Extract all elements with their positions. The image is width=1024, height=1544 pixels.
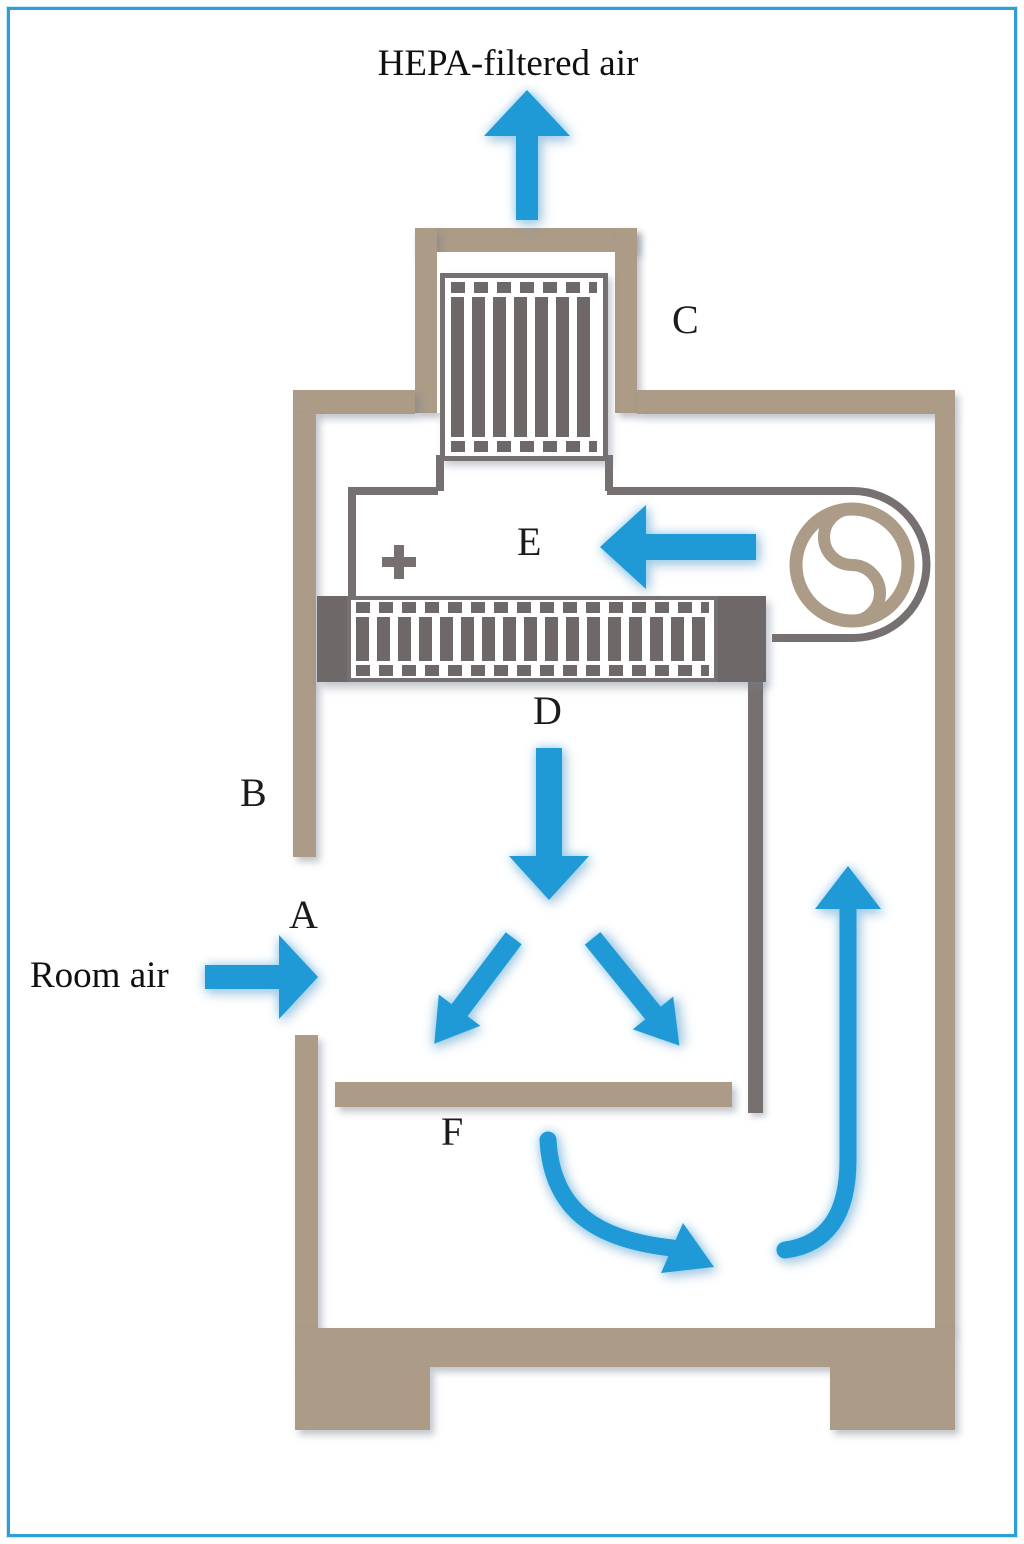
front-lower-wall (295, 1035, 318, 1330)
exhaust-neck-left-wall (415, 228, 437, 413)
marker-a: A (289, 892, 318, 937)
filter-pleats (356, 617, 709, 661)
filter-pleats (451, 297, 597, 437)
filter-dash-top (451, 282, 597, 293)
right-foot (830, 1367, 955, 1430)
filter-body (347, 596, 718, 682)
marker-d: D (533, 688, 562, 733)
exhaust-up-arrow (484, 90, 570, 220)
border-frame (7, 7, 1017, 1537)
hepa-filter-exhaust (440, 273, 608, 461)
filter-dash-top (356, 602, 709, 613)
left-foot (295, 1367, 430, 1430)
marker-c: C (672, 297, 699, 342)
split-down-left-arrow (434, 932, 522, 1044)
exhaust-neck-cap (415, 228, 637, 252)
plus-pressure-icon (382, 545, 416, 579)
exhaust-neck-right-wall (615, 228, 637, 413)
split-down-right-arrow (584, 932, 680, 1046)
rear-channel-up-arrow (776, 866, 881, 1259)
front-sash-wall (293, 413, 316, 857)
filter-dash-bottom (451, 441, 597, 452)
top-wall-left (293, 390, 415, 414)
bottom-slab (295, 1328, 955, 1367)
marker-f: F (441, 1109, 464, 1154)
downflow-arrow (509, 748, 589, 900)
room-air-label: Room air (30, 955, 169, 996)
top-wall-right (637, 390, 955, 414)
plenum-duct-outline (348, 455, 931, 642)
blower-fan-icon (789, 502, 915, 628)
marker-e: E (517, 519, 542, 564)
marker-b: B (240, 770, 267, 815)
filter-end-cap-right (718, 596, 766, 682)
room-air-in-arrow (205, 935, 318, 1019)
rear-wall (935, 413, 955, 1330)
under-worksurface-arrow (539, 1131, 714, 1273)
filter-dash-bottom (356, 665, 709, 676)
hepa-filtered-air-label: HEPA-filtered air (377, 43, 639, 84)
work-surface (335, 1082, 732, 1107)
rear-plenum-inner-wall (748, 678, 763, 1113)
filter-end-cap-left (317, 596, 347, 682)
blower-to-plenum-arrow (600, 505, 756, 589)
hepa-filter-supply (317, 596, 766, 682)
